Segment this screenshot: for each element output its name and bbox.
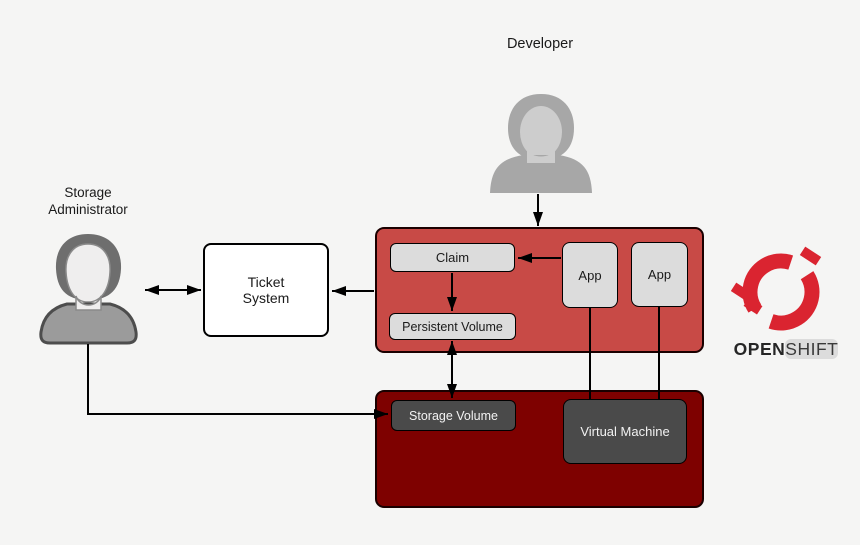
virtual-machine-label: Virtual Machine bbox=[580, 424, 670, 439]
storage-admin-avatar-icon bbox=[39, 234, 138, 345]
developer-avatar-icon bbox=[490, 94, 592, 193]
edge-admin-to-storage-volume bbox=[87, 344, 388, 419]
node-persistent-volume: Persistent Volume bbox=[389, 313, 516, 340]
persistent-volume-label: Persistent Volume bbox=[402, 319, 503, 334]
developer-label: Developer bbox=[506, 36, 574, 52]
storage-admin-label-line1: Storage bbox=[64, 185, 112, 200]
ticket-system-label-line1: Ticket bbox=[247, 274, 285, 290]
node-storage-volume: Storage Volume bbox=[391, 400, 516, 431]
claim-label: Claim bbox=[435, 250, 470, 265]
app2-label: App bbox=[647, 267, 672, 282]
openshift-logo-text-bold: OPEN bbox=[733, 339, 786, 359]
app1-label: App bbox=[578, 267, 602, 283]
storage-admin-label-line2: Administrator bbox=[48, 202, 128, 217]
storage-admin-label: Storage Administrator bbox=[18, 184, 158, 218]
node-app-2: App bbox=[631, 242, 688, 307]
node-app-1: App bbox=[562, 242, 618, 308]
node-ticket-system: Ticket System bbox=[203, 243, 329, 337]
openshift-logo-text-light: SHIFT bbox=[785, 339, 839, 359]
storage-volume-label: Storage Volume bbox=[409, 408, 498, 423]
node-claim: Claim bbox=[390, 243, 515, 272]
openshift-logo-icon bbox=[731, 246, 822, 331]
node-virtual-machine: Virtual Machine bbox=[563, 399, 687, 464]
openshift-logo-text: OPENSHIFT bbox=[726, 339, 846, 360]
ticket-system-label-line2: System bbox=[242, 290, 290, 306]
